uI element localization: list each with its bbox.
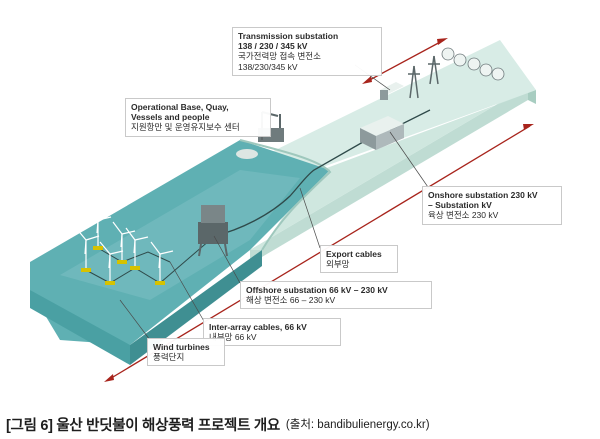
turbine [112,221,136,262]
wind-ko: 풍력단지 [153,352,185,363]
operational-base-callout: Operational Base, Quay, Vessels and peop… [125,98,271,137]
turbine [88,207,112,248]
export-cables-callout: Export cables 외부망 [320,245,398,274]
export-ko: 외부망 [326,259,350,270]
transmission-title-1: Transmission substation [238,31,339,41]
sea-front-face [30,290,130,365]
transmission-title-2: 138 / 230 / 345 kV [238,41,308,52]
transmission-substation-callout: Transmission substation 138 / 230 / 345 … [232,27,382,76]
land-front-face [250,86,528,264]
bottom-dimension-arrow [104,124,534,382]
wooded-hills [441,47,505,81]
onshore-title-2: – Substation kV [428,200,492,211]
offshore-substation-callout: Offshore substation 66 kV – 230 kV 해상 변전… [240,281,432,310]
wind-title: Wind turbines [153,342,210,352]
operational-title-2: Vessels and people [131,112,210,123]
turbine-foundations [81,246,165,285]
transmission-substation [380,55,440,100]
transmission-ko-2: 138/230/345 kV [238,61,298,72]
onshore-ko: 육상 변전소 230 kV [428,210,499,221]
turbine [125,227,149,268]
interarray-title: Inter-array cables, 66 kV [209,322,307,332]
export-cable [213,137,371,237]
turbine [150,241,174,283]
interarray-ko: 내부망 66 kV [209,332,257,343]
onshore-substation-callout: Onshore substation 230 kV – Substation k… [422,186,562,225]
offshore-title: Offshore substation 66 kV – 230 kV [246,285,388,295]
caption-source: (출처: bandibulienergy.co.kr) [285,419,430,431]
offshore-ko: 해상 변전소 66 – 230 kV [246,295,336,306]
coastline [239,139,332,251]
caption-main: [그림 6] 울산 반딧불이 해상풍력 프로젝트 개요 [6,417,280,434]
offshore-wind-illustration [30,38,536,382]
operational-title-1: Operational Base, Quay, [131,102,229,112]
onshore-title-1: Onshore substation 230 kV [428,190,538,200]
onshore-substation [360,116,404,150]
export-title: Export cables [326,249,382,259]
figure-caption: [그림 6] 울산 반딧불이 해상풍력 프로젝트 개요 (출처: bandibu… [6,411,596,437]
land-top-upper [255,40,536,168]
inter-array-callout: Inter-array cables, 66 kV 내부망 66 kV [203,318,341,347]
turbine [99,241,124,283]
operational-ko: 지원항만 및 운영유지보수 센터 [131,122,240,133]
wind-turbines-callout: Wind turbines 풍력단지 [147,338,225,367]
offshore-substation [198,205,228,257]
sea-top-light [60,170,300,300]
transmission-ko-1: 국가전력망 접속 변전소 [238,51,321,62]
turbine [75,227,100,270]
